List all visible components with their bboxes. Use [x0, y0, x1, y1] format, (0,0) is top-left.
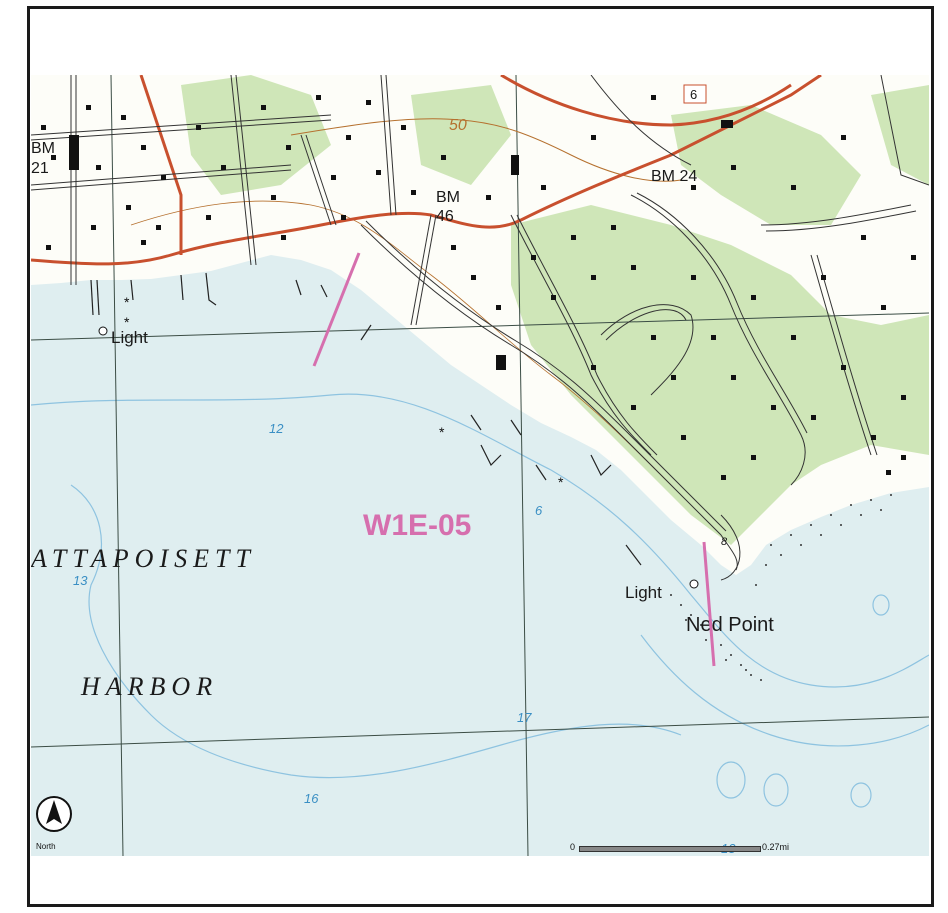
rock-symbol: * [124, 314, 130, 330]
depth-contour [872, 594, 890, 616]
elevation-contour [130, 200, 672, 486]
depth-sounding: 17 [517, 710, 532, 725]
piers [90, 272, 642, 566]
woods-area [871, 85, 929, 185]
depth-contour [70, 484, 682, 779]
depth-sounding: 13 [73, 573, 88, 588]
buildings [41, 95, 916, 480]
route-label: 6 [690, 87, 697, 102]
contour-elevation-label: 50 [449, 117, 467, 134]
depth-sounding: 12 [269, 421, 284, 436]
shoal-dots [670, 494, 892, 681]
grid-line [31, 312, 929, 341]
grid-line [110, 75, 124, 856]
woods-area [671, 105, 861, 225]
lighthouse-east-icon [689, 579, 699, 589]
depth-contour [31, 393, 929, 688]
major-road [500, 75, 792, 127]
major-road [139, 75, 183, 255]
rock-symbol: * [124, 294, 130, 310]
topo-map: * * * * 6 Light Light BM 21 BM 46 BM 24 … [31, 75, 929, 856]
scale-end-label: 0.27mi [762, 842, 790, 852]
transect-line-east [702, 541, 716, 667]
harbor-name-upper: ATTAPOISETT [31, 544, 256, 573]
transect-line-west [312, 252, 361, 367]
light-west-label: Light [111, 328, 148, 347]
map-canvas: * * * * 6 Light Light BM 21 BM 46 BM 24 … [31, 75, 929, 856]
woods-area [411, 85, 511, 185]
rock-symbol: * [439, 424, 445, 440]
point-name: Ned Point [686, 614, 774, 636]
grid-line [31, 716, 929, 748]
elevation-spot: 8 [721, 536, 728, 548]
woods-area [181, 75, 331, 195]
lighthouse-west-icon [98, 326, 108, 336]
harbor-name-lower: HARBOR [80, 672, 218, 701]
scale-start-label: 0 [570, 842, 576, 852]
woods-area [511, 205, 929, 545]
bm-east-label: BM 24 [651, 168, 697, 185]
rock-symbol: * [558, 474, 564, 490]
depth-sounding: 6 [535, 503, 543, 518]
north-label: North [36, 842, 56, 851]
route-shield [683, 84, 707, 104]
elevation-contour [290, 118, 682, 182]
grid-line [515, 75, 529, 856]
north-arrow-icon [36, 796, 72, 832]
light-east-label: Light [625, 583, 662, 602]
bm-center-label: BM [436, 189, 460, 206]
depth-contour [640, 634, 929, 747]
site-id-label: W1E-05 [363, 509, 471, 542]
scale-bar-graphic [579, 846, 761, 852]
scale-bar: 0 0.27mi [570, 842, 830, 856]
depth-contour [850, 782, 872, 808]
depth-sounding: 16 [304, 791, 319, 806]
bm-west-label: BM [31, 140, 55, 157]
depth-contour [716, 761, 746, 799]
bm-center-number: 46 [436, 208, 454, 225]
depth-contour [763, 773, 789, 807]
bm-west-number: 21 [31, 160, 49, 177]
